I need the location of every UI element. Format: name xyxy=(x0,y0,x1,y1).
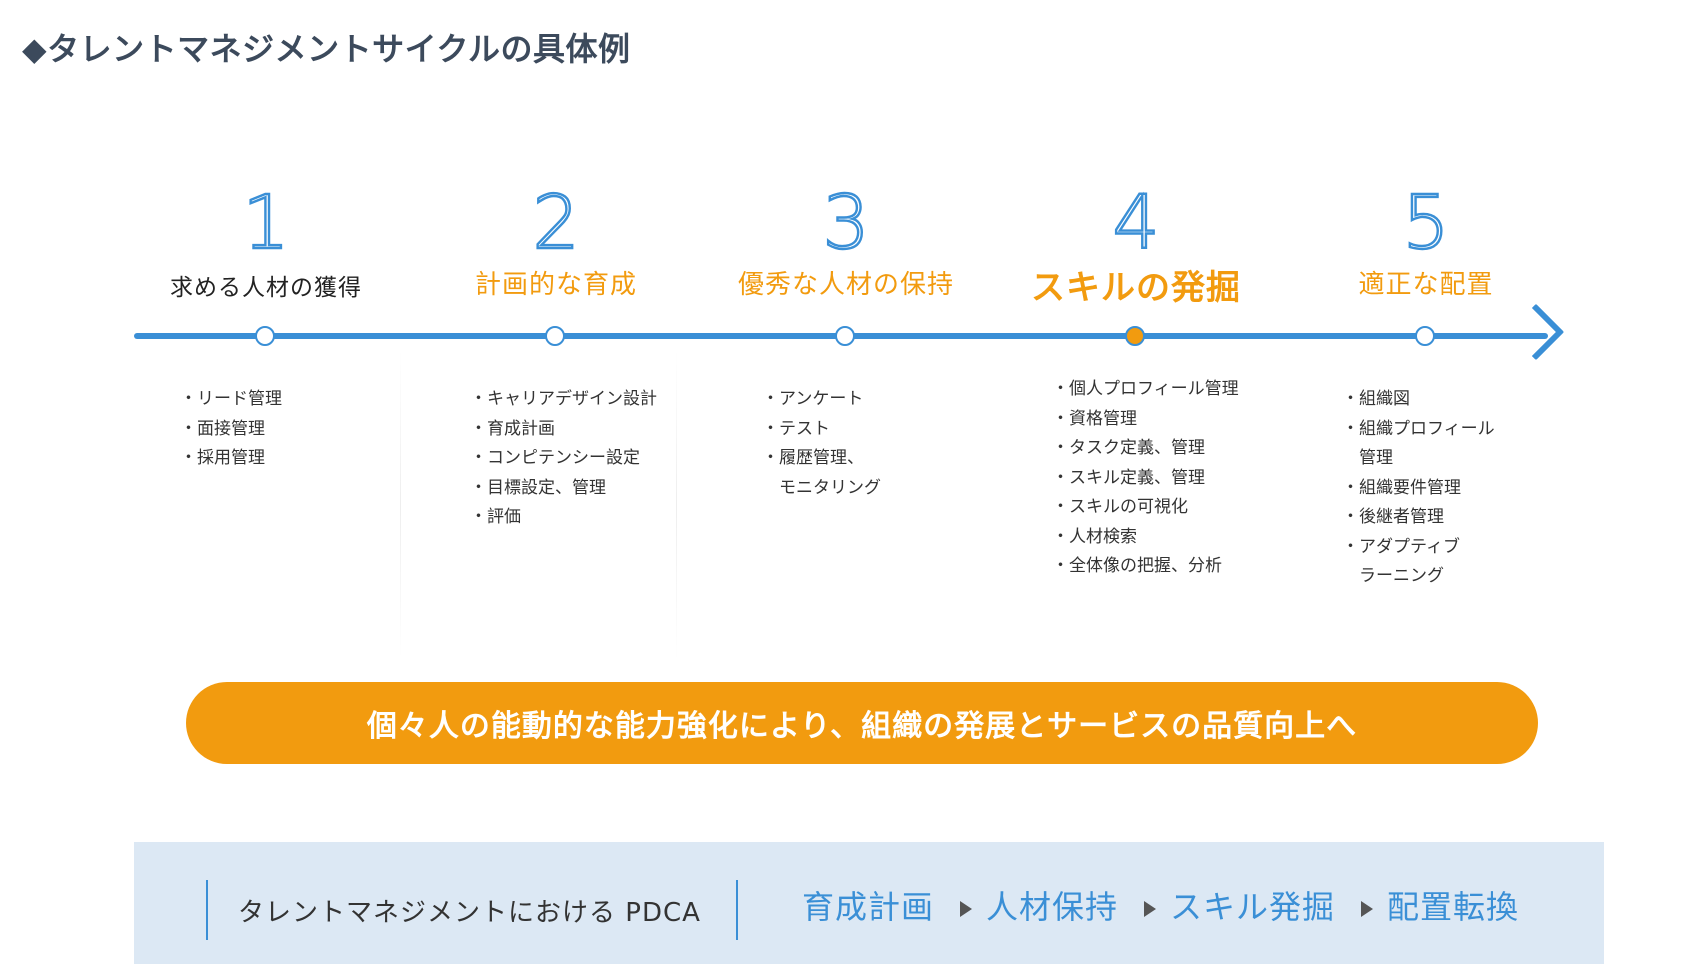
pdca-flow: 育成計画 人材保持 スキル発掘 配置転換 xyxy=(802,882,1519,928)
flow-step-1: 育成計画 xyxy=(802,888,935,926)
stage-4-items: ・個人プロフィール管理 ・資格管理 ・タスク定義、管理 ・スキル定義、管理 ・ス… xyxy=(1052,375,1239,582)
stage-5-items: ・組織図 ・組織プロフィール 管理 ・組織要件管理 ・後継者管理 ・アダプティブ… xyxy=(1342,385,1495,592)
list-item: ・評価 xyxy=(470,507,521,527)
list-item: ・育成計画 xyxy=(470,418,555,439)
list-item: ラーニング xyxy=(1342,566,1444,586)
list-item: ・面接管理 xyxy=(180,418,265,439)
timeline-node-4-active xyxy=(1125,326,1145,346)
divider-bar xyxy=(736,880,738,940)
list-item: ・テスト xyxy=(762,418,830,439)
column-divider xyxy=(676,350,677,660)
stage-number-5: 5 xyxy=(1401,180,1450,266)
list-item: ・スキルの可視化 xyxy=(1052,497,1188,517)
list-item: ・アンケート xyxy=(762,389,864,409)
list-item: ・組織図 xyxy=(1342,389,1410,409)
triangle-right-icon xyxy=(1144,901,1157,917)
stage-label-2: 計画的な育成 xyxy=(474,270,637,300)
list-item: ・組織要件管理 xyxy=(1342,477,1461,498)
stage-label-4: スキルの発掘 xyxy=(1031,268,1241,308)
stage-2-items: ・キャリアデザイン設計 ・育成計画 ・コンピテンシー設定 ・目標設定、管理 ・評… xyxy=(470,385,657,533)
stage-1-items: ・リード管理 ・面接管理 ・採用管理 xyxy=(180,385,282,474)
stage-number-2: 2 xyxy=(531,180,580,266)
flow-step-2: 人材保持 xyxy=(986,888,1119,926)
list-item: ・リード管理 xyxy=(180,389,282,409)
arrow-right-icon xyxy=(1507,303,1565,361)
list-item: ・後継者管理 xyxy=(1342,507,1444,527)
timeline-node-1 xyxy=(255,326,275,346)
stage-label-5: 適正な配置 xyxy=(1358,270,1494,300)
stage-label-1: 求める人材の獲得 xyxy=(170,275,362,301)
list-item: ・資格管理 xyxy=(1052,408,1137,429)
list-item: ・人材検索 xyxy=(1052,526,1137,547)
stage-label-3: 優秀な人材の保持 xyxy=(737,270,954,300)
flow-step-4: 配置転換 xyxy=(1387,888,1520,926)
triangle-right-icon xyxy=(960,901,973,917)
list-item: モニタリング xyxy=(762,477,881,498)
list-item: ・目標設定、管理 xyxy=(470,477,606,498)
timeline-node-3 xyxy=(835,326,855,346)
timeline-node-2 xyxy=(545,326,565,346)
stage-number-1: 1 xyxy=(241,180,290,266)
timeline-node-5 xyxy=(1415,326,1435,346)
list-item: ・全体像の把握、分析 xyxy=(1052,556,1222,576)
list-item: ・キャリアデザイン設計 xyxy=(470,389,657,409)
stage-number-4: 4 xyxy=(1111,180,1160,266)
list-item: ・個人プロフィール管理 xyxy=(1052,379,1239,399)
list-item: ・タスク定義、管理 xyxy=(1052,438,1205,458)
list-item: ・スキル定義、管理 xyxy=(1052,467,1205,488)
list-item: ・履歴管理、 xyxy=(762,448,864,468)
list-item: ・組織プロフィール xyxy=(1342,418,1495,439)
stage-3-items: ・アンケート ・テスト ・履歴管理、 モニタリング xyxy=(762,385,881,503)
divider-bar xyxy=(206,880,208,940)
page-title: ◆タレントマネジメントサイクルの具体例 xyxy=(22,30,631,68)
stage-number-3: 3 xyxy=(821,180,870,266)
triangle-right-icon xyxy=(1361,901,1374,917)
list-item: ・アダプティブ xyxy=(1342,536,1460,557)
pdca-panel: タレントマネジメントにおける PDCA 育成計画 人材保持 スキル発掘 配置転換 xyxy=(134,842,1604,964)
flow-step-3: スキル発掘 xyxy=(1170,888,1336,926)
pdca-label: タレントマネジメントにおける PDCA xyxy=(238,898,701,928)
list-item: ・コンピテンシー設定 xyxy=(470,448,640,468)
list-item: ・採用管理 xyxy=(180,448,265,468)
summary-banner: 個々人の能動的な能力強化により、組織の発展とサービスの品質向上へ xyxy=(186,682,1538,764)
list-item: 管理 xyxy=(1342,448,1393,468)
banner-text: 個々人の能動的な能力強化により、組織の発展とサービスの品質向上へ xyxy=(366,709,1358,744)
column-divider xyxy=(400,350,401,660)
